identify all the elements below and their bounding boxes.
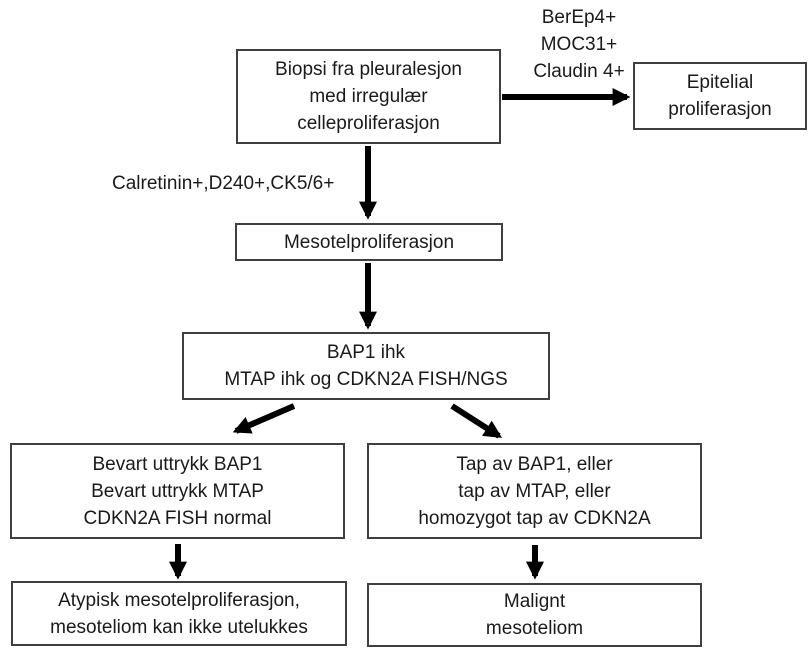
node-mesotelproliferasjon: Mesotelproliferasjon	[235, 223, 503, 261]
node-atypisk-mesotelproliferasjon: Atypisk mesotelproliferasjon, mesoteliom…	[11, 581, 347, 646]
node-bap1-mtap-cdkn2a-test: BAP1 ihk MTAP ihk og CDKN2A FISH/NGS	[182, 332, 550, 400]
node-epitelial-proliferasjon: Epitelial proliferasjon	[633, 62, 807, 130]
arrow-bap1-to-bevart	[232, 403, 296, 434]
label-epitelial-markers: BerEp4+ MOC31+ Claudin 4+	[533, 7, 625, 82]
label-mesotel-markers: Calretinin+,D240+,CK5/6+	[112, 173, 335, 194]
node-tap-av-bap1-mtap-cdkn2a: Tap av BAP1, eller tap av MTAP, eller ho…	[367, 443, 702, 539]
node-biopsi-pleuralesjon: Biopsi fra pleuralesjon med irregulær ce…	[236, 49, 501, 144]
node-malignt-mesoteliom: Malignt mesoteliom	[367, 583, 702, 647]
node-bevart-uttrykk: Bevart uttrykk BAP1 Bevart uttrykk MTAP …	[10, 443, 345, 539]
arrow-bap1-to-tap	[450, 403, 503, 439]
